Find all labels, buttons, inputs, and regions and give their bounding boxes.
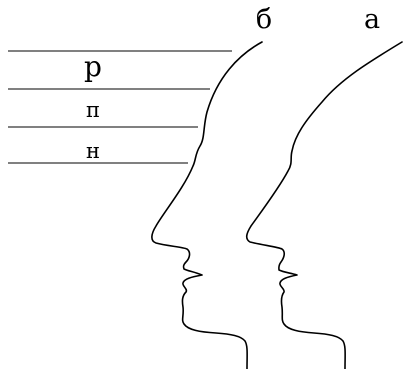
profile-label-b: б [256,4,272,35]
head-profile-b [151,41,263,369]
profile-label-a: а [364,4,380,35]
head-profile-a [245,41,403,369]
zone-label-middle: п [86,98,100,122]
zone-label-top: р [84,50,102,83]
zone-label-bottom: н [86,139,100,163]
